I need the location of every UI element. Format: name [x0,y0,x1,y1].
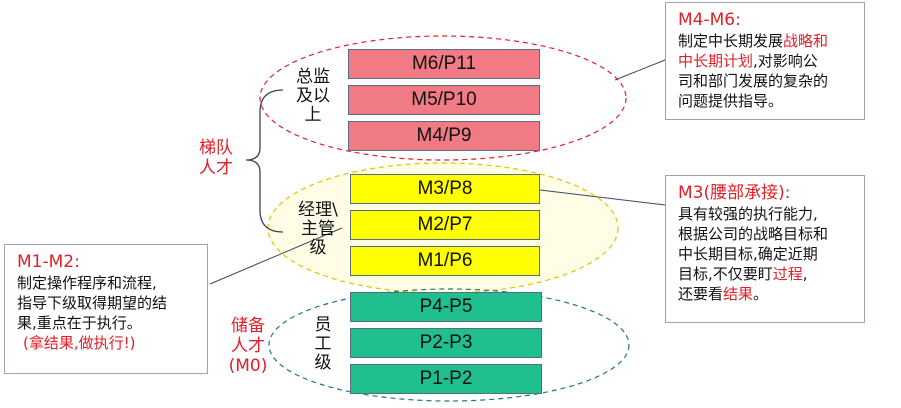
m4m6-connector [614,59,666,81]
callout-m4-m6-line4: 问题提供指导。 [678,92,784,110]
callout-m3-line5: 还要看结果。 [678,285,769,303]
m1m2-connector [209,227,343,285]
level-box-p2-p3: P2-P3 [350,328,542,358]
level-box-p4-p5: P4-P5 [350,292,542,322]
reserve-talent-line3: (M0) [228,356,268,376]
callout-m4-m6: M4-M6: 制定中长期发展战略和 中长期计划,对影响公 司和部门发展的复杂的 … [665,2,865,120]
callout-m4-m6-line3: 司和部门发展的复杂的 [678,72,829,90]
m3-connector [539,189,666,206]
level-box-m3-p8: M3/P8 [350,174,540,204]
callout-m1-m2-slogan: (拿结果,做执行!) [23,334,136,352]
staff-ellipse [268,288,630,402]
callout-m3-line1: 具有较强的执行能力, [678,205,818,223]
talent-echelon-line2: 人才 [199,158,233,178]
callout-m3: M3(腰部承接): 具有较强的执行能力, 根据公司的战略目标和 中长期目标,确定… [665,175,865,323]
callout-m4-m6-line1: 制定中长期发展战略和 [678,32,829,50]
talent-echelon-line1: 梯队 [199,138,233,158]
level-box-m2-p7: M2/P7 [350,210,540,240]
level-box-m1-p6: M1/P6 [350,246,540,276]
talent-bracket [245,89,284,233]
level-box-m6-p11: M6/P11 [348,49,540,79]
level-box-m4-p9: M4/P9 [348,121,540,151]
callout-m4-m6-title: M4-M6: [678,10,741,30]
level-box-p1-p2: P1-P2 [350,364,542,394]
callout-m1-m2-title: M1-M2: [17,252,80,272]
reserve-talent-line2: 人才 [231,336,265,356]
callout-m3-title: M3(腰部承接): [678,183,791,203]
talent-echelon-label: 梯队 人才 [194,138,238,178]
manager-group-label: 经理\ 主管 级 [298,200,338,258]
callout-m1-m2-line3: 果,重点在于执行。 [17,314,142,332]
callout-m3-line3: 中长期目标,确定近期 [678,245,818,263]
director-ellipse [259,35,627,161]
callout-m3-line4: 目标,不仅要盯过程, [678,265,808,283]
callout-m3-line2: 根据公司的战略目标和 [678,225,829,243]
callout-m1-m2-line1: 制定操作程序和流程, [17,274,157,292]
reserve-talent-line1: 储备 [231,316,265,336]
callout-m4-m6-line2: 中长期计划,对影响公 [678,52,818,70]
director-group-label: 总监 及以 上 [296,67,330,125]
callout-m1-m2: M1-M2: 制定操作程序和流程, 指导下级取得期望的结 果,重点在于执行。 (… [4,244,208,374]
reserve-talent-label: 储备 人才 (M0) [222,316,274,376]
staff-group-label: 员 工 级 [314,315,332,373]
callout-m1-m2-line2: 指导下级取得期望的结 [17,294,168,312]
level-box-m5-p10: M5/P10 [348,85,540,115]
